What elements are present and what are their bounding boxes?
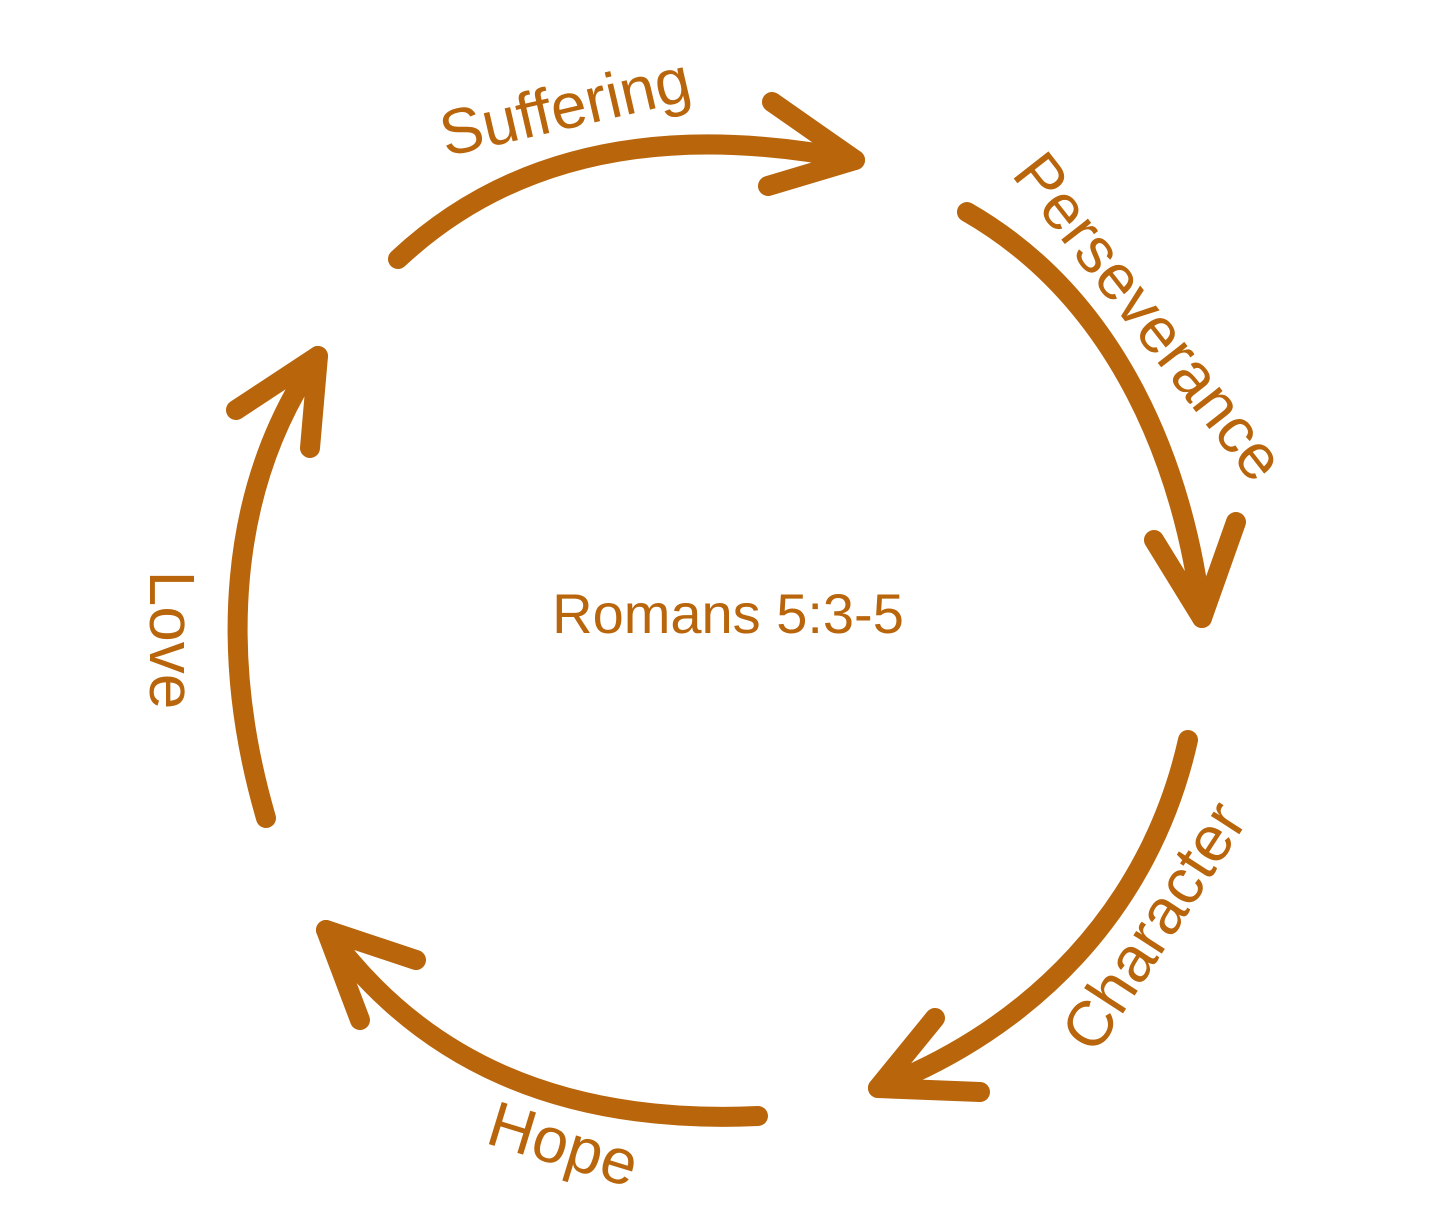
stage-label-love: Love — [136, 571, 208, 710]
arrows — [226, 92, 1246, 1127]
arrow-suffering — [388, 134, 865, 269]
arrow-character — [868, 730, 1198, 1098]
arrow-love-head — [226, 346, 328, 458]
center-title: Romans 5:3-5 — [552, 582, 904, 645]
arrow-perseverance-head — [1144, 512, 1246, 628]
arrow-hope-head — [316, 920, 426, 1030]
arrow-character-head — [868, 1008, 990, 1102]
arrow-perseverance — [957, 202, 1212, 628]
arrow-love — [227, 346, 328, 828]
arrow-suffering-head — [758, 92, 865, 196]
arrow-hope — [316, 920, 768, 1127]
